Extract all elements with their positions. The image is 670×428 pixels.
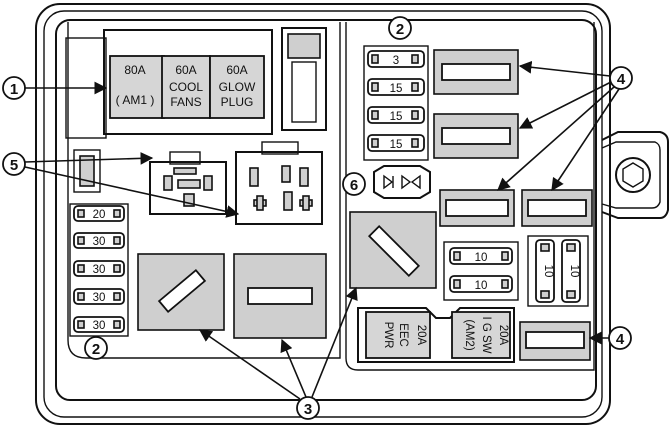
mini-fuse-left-4: 30 bbox=[73, 288, 125, 305]
spare-socket-middle bbox=[233, 253, 327, 339]
fuse-eec-pwr-amp: 20A bbox=[415, 325, 427, 346]
callout-2-top: 2 bbox=[388, 16, 412, 40]
fuse-eec-pwr-line1: EEC bbox=[397, 323, 409, 347]
mini-fuse-left-3: 30 bbox=[73, 260, 125, 277]
maxi-fuse-80a-amp: 80A bbox=[124, 63, 145, 77]
relay-large bbox=[235, 141, 323, 225]
mini-fuse-right-4-label: 15 bbox=[390, 139, 403, 151]
callout-3: 3 bbox=[198, 286, 358, 420]
mini-fuse-vertical-2: 10 bbox=[561, 239, 581, 303]
maxi-fuse-80a-name: ( AM1 ) bbox=[116, 93, 155, 107]
fuse-ig-sw-am2: 20A I G SW (AM2) bbox=[463, 316, 509, 353]
mini-fuse-lower-2-label: 10 bbox=[475, 280, 488, 292]
mini-fuse-left-2: 30 bbox=[73, 232, 125, 249]
maxi-fuse-80a: 80A ( AM1 ) bbox=[116, 63, 155, 107]
vertical-mini-fuse-group bbox=[527, 235, 589, 307]
mini-fuse-right-2-label: 15 bbox=[390, 83, 403, 95]
mini-fuse-left-5: 30 bbox=[73, 316, 125, 333]
callout-5: 5 bbox=[2, 151, 240, 218]
mini-fuse-left-1: 20 bbox=[73, 205, 125, 222]
small-socket-left bbox=[73, 149, 101, 193]
fuse-ig-sw-amp: 20A bbox=[497, 325, 509, 346]
spare-fuse-slot-3 bbox=[439, 189, 515, 227]
diode bbox=[373, 165, 431, 199]
right-inner-panel bbox=[345, 22, 595, 371]
mini-fuse-right-3: 15 bbox=[367, 106, 425, 124]
maxi-fuse-cool-fans-line2: FANS bbox=[170, 95, 201, 109]
spare-fuse-slot-5 bbox=[519, 321, 591, 361]
mini-fuse-vertical-1: 10 bbox=[535, 239, 555, 303]
mini-fuse-left-5-label: 30 bbox=[93, 320, 106, 332]
spare-fuse-slot-1 bbox=[433, 49, 519, 95]
maxi-fuse-glow-plug-line1: GLOW bbox=[219, 80, 256, 94]
mini-fuse-vertical-1-label: 10 bbox=[542, 265, 554, 278]
callout-1-label: 1 bbox=[10, 81, 18, 98]
callout-5-label: 5 bbox=[10, 157, 18, 174]
mini-fuse-right-1: 3 bbox=[367, 50, 425, 68]
callout-4-bottom: 4 bbox=[588, 326, 632, 350]
mini-fuse-right-2: 15 bbox=[367, 78, 425, 96]
lower-mini-fuse-group bbox=[443, 241, 519, 301]
callout-6: 6 bbox=[342, 172, 366, 196]
spare-fuse-slot-2 bbox=[433, 113, 519, 159]
maxi-fuse-cool-fans-amp: 60A bbox=[175, 63, 196, 77]
maxi-fuse-cool-fans: 60A COOL FANS bbox=[169, 63, 203, 109]
maxi-fuse-glow-plug: 60A GLOW PLUG bbox=[219, 63, 256, 109]
callout-2-left-label: 2 bbox=[92, 341, 100, 358]
fuse-ig-sw-line2: (AM2) bbox=[463, 319, 475, 350]
spare-socket-right bbox=[349, 211, 437, 289]
mini-fuse-left-2-label: 30 bbox=[93, 236, 106, 248]
maxi-fuse-glow-plug-line2: PLUG bbox=[221, 95, 254, 109]
callout-3-label: 3 bbox=[304, 401, 312, 418]
mini-fuse-right-1-label: 3 bbox=[393, 55, 399, 67]
mini-fuse-right-4: 15 bbox=[367, 134, 425, 152]
maxi-fuse-block bbox=[103, 29, 273, 135]
callout-2-top-label: 2 bbox=[396, 21, 404, 38]
mini-fuse-lower-1-label: 10 bbox=[475, 252, 488, 264]
bottom-fuse-block bbox=[357, 307, 515, 363]
callout-4-top: 4 bbox=[497, 60, 633, 192]
maxi-fuse-cool-fans-line1: COOL bbox=[169, 80, 203, 94]
callout-2-left: 2 bbox=[84, 336, 108, 360]
mini-fuse-vertical-2-label: 10 bbox=[568, 265, 580, 278]
mini-fuse-left-4-label: 30 bbox=[93, 292, 106, 304]
callout-4-top-label: 4 bbox=[617, 71, 626, 88]
fuse-eec-pwr-line2: PWR bbox=[382, 322, 394, 349]
mini-fuse-lower-2: 10 bbox=[449, 275, 513, 293]
left-mini-fuse-column bbox=[69, 203, 129, 337]
empty-fuse-slot-top bbox=[281, 27, 327, 131]
relay-small bbox=[149, 151, 227, 215]
spare-fuse-slot-4 bbox=[521, 189, 593, 227]
fuse-eec-pwr: 20A EEC PWR bbox=[382, 322, 427, 349]
right-mini-fuse-column bbox=[363, 45, 429, 161]
fuse-box-housing bbox=[35, 3, 669, 425]
callout-1: 1 bbox=[2, 76, 108, 100]
mini-fuse-left-3-label: 30 bbox=[93, 264, 106, 276]
mini-fuse-left-1-label: 20 bbox=[93, 209, 106, 221]
mini-fuse-right-3-label: 15 bbox=[390, 111, 403, 123]
maxi-fuse-glow-plug-amp: 60A bbox=[226, 63, 247, 77]
callout-4-bottom-label: 4 bbox=[616, 331, 625, 348]
spare-socket-left bbox=[137, 253, 225, 331]
fuse-ig-sw-line1: I G SW bbox=[480, 316, 492, 353]
callout-6-label: 6 bbox=[350, 177, 358, 194]
mini-fuse-lower-1: 10 bbox=[449, 247, 513, 265]
